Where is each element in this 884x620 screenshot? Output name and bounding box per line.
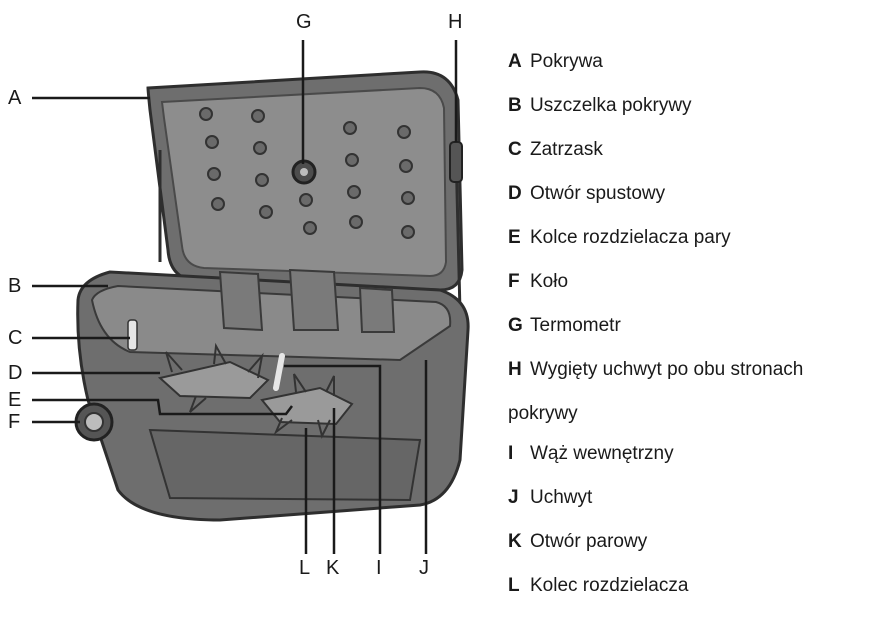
callout-b: B	[8, 276, 21, 296]
lid-hole	[256, 174, 268, 186]
lid-hole	[300, 194, 312, 206]
latch	[128, 320, 137, 350]
callout-c: C	[8, 328, 22, 348]
lid-hole	[212, 198, 224, 210]
lid-hole	[208, 168, 220, 180]
lid-hole	[398, 126, 410, 138]
lid-hole	[344, 122, 356, 134]
callout-g: G	[296, 12, 312, 32]
lid-hole	[350, 216, 362, 228]
curved-handle	[450, 142, 462, 182]
lid-hole	[348, 186, 360, 198]
lid-hole	[402, 192, 414, 204]
callout-a: A	[8, 88, 21, 108]
tub	[78, 270, 468, 520]
callout-i: I	[376, 558, 382, 578]
callout-d: D	[8, 363, 22, 383]
lid-hole	[304, 222, 316, 234]
lid-hole	[402, 226, 414, 238]
callout-e: E	[8, 390, 21, 410]
callout-k: K	[326, 558, 339, 578]
wheel	[76, 404, 112, 440]
callout-j: J	[419, 558, 429, 578]
lid-hole	[252, 110, 264, 122]
callout-h: H	[448, 12, 462, 32]
lid-hole	[200, 108, 212, 120]
lid-hole	[254, 142, 266, 154]
lid-hole	[260, 206, 272, 218]
lid-hole	[346, 154, 358, 166]
callout-l: L	[299, 558, 310, 578]
lid-hole	[206, 136, 218, 148]
lid-hole	[400, 160, 412, 172]
callout-f: F	[8, 412, 20, 432]
